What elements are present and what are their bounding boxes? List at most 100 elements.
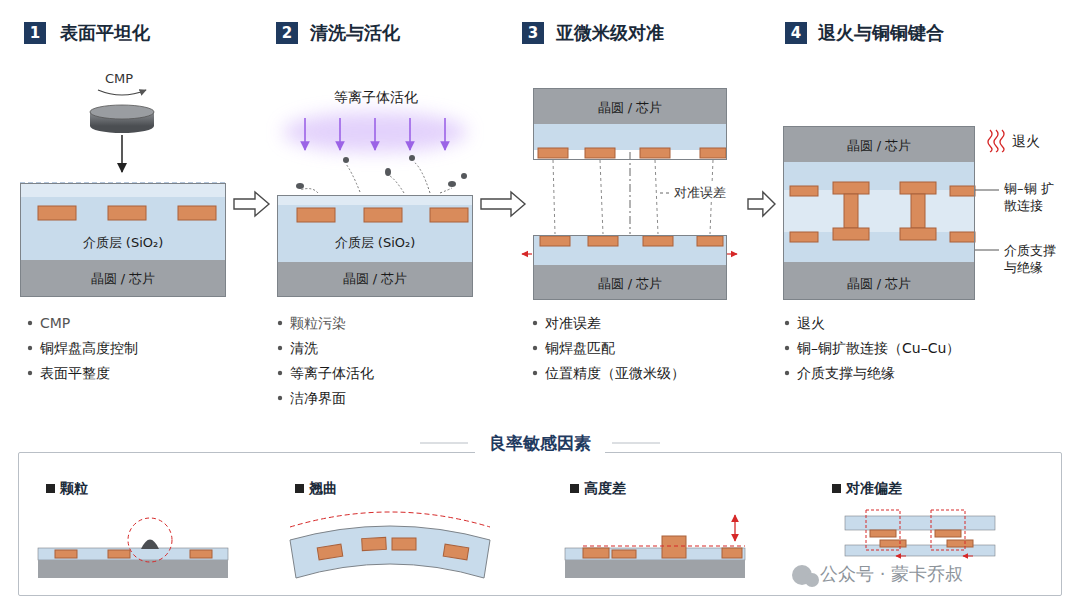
anneal-heat [994, 130, 998, 152]
plasma [283, 112, 467, 152]
wafer-stack [20, 260, 226, 297]
height-defect [583, 548, 609, 558]
step-number: 3 [522, 22, 544, 44]
warp-defect [443, 544, 469, 560]
factor-square [570, 484, 579, 493]
wafer-stack [20, 183, 226, 197]
copper-pad [38, 206, 76, 220]
misalignment-defect [845, 516, 995, 530]
factor-title: 颗粒 [60, 479, 88, 497]
bottom-wafer: 晶圆 / 芯片 [533, 235, 727, 300]
copper-pillar [790, 186, 818, 196]
warp-defect [290, 512, 490, 578]
copper-pad [540, 236, 570, 246]
copper-pad [585, 148, 615, 158]
particle [448, 181, 456, 187]
plasma [339, 118, 341, 150]
bonded-stack [783, 126, 975, 162]
bullet-text: 铜–铜扩散连接（Cu–Cu） [797, 339, 960, 357]
bullet-text: 等离子体活化 [290, 364, 374, 382]
particle [346, 164, 360, 192]
misalignment-defect [845, 510, 995, 556]
anneal-heat [988, 130, 992, 152]
watermark-icon [805, 573, 819, 587]
copper-pad [538, 148, 568, 158]
offset-arrow [727, 253, 737, 254]
factor-title: 高度差 [584, 479, 626, 497]
wafer-stack [533, 88, 727, 300]
copper-pad [108, 206, 146, 220]
step-title: 退火与铜铜键合 [818, 22, 944, 44]
copper-pillar [900, 182, 936, 194]
particle [440, 188, 452, 193]
offset-arrow [522, 253, 737, 254]
misalignment-defect [896, 556, 906, 557]
copper-pillar [833, 228, 869, 240]
step-number: 2 [276, 22, 298, 44]
height-defect [565, 548, 745, 560]
particle [385, 168, 391, 176]
particle [414, 162, 430, 193]
wafer-stack [277, 262, 473, 297]
particle [343, 157, 349, 163]
alignment-guide [660, 193, 671, 194]
alignment-area: 对准误差晶圆 / 芯片晶圆 / 芯片 [533, 88, 740, 300]
wafer-stack [533, 124, 727, 150]
bullet-dot [533, 346, 537, 350]
bullet-dot [278, 396, 282, 400]
copper-pad [178, 206, 216, 220]
factor-square [46, 484, 55, 493]
bullet-dot [785, 371, 789, 375]
particle-defect [128, 518, 172, 562]
particle [300, 162, 452, 193]
misalignment-defect [963, 556, 973, 557]
node-label: 晶圆 / 芯片 [784, 137, 974, 155]
particle-defect [190, 550, 212, 558]
bullet-text: 介质支撑与绝缘 [797, 364, 895, 382]
plasma [305, 118, 445, 150]
bullet-dot [28, 371, 32, 375]
copper-pad [364, 208, 402, 222]
cmp-tool [121, 135, 123, 172]
node-label: 介质层 (SiO₂) [278, 234, 472, 252]
copper-pillar [790, 182, 975, 242]
bullet-dot [28, 346, 32, 350]
bullet-dot [278, 321, 282, 325]
leader-line [975, 190, 999, 191]
bullet-dot [28, 321, 32, 325]
bonded-stack [783, 262, 975, 300]
top-wafer: 晶圆 / 芯片 [533, 88, 727, 160]
bullet-text: 清洗 [290, 339, 318, 357]
height-defect [583, 546, 745, 547]
height-defect [565, 515, 745, 578]
step-badge: 4 [785, 22, 807, 44]
tool-label: CMP [105, 70, 133, 87]
copper-pillar [950, 232, 975, 242]
particle-defect [108, 550, 130, 558]
bullet-dot [533, 321, 537, 325]
wafer-stack [277, 205, 473, 262]
bullet-text: 退火 [797, 314, 825, 332]
plasma [283, 112, 467, 152]
warp-defect [290, 512, 490, 527]
alignment-guide [600, 160, 603, 234]
bonded-stack [783, 232, 975, 262]
step-badge: 3 [522, 22, 544, 44]
copper-pad [643, 236, 673, 246]
wafer-stack [533, 235, 727, 265]
cmp-tool [90, 105, 154, 119]
copper-pad [700, 148, 726, 158]
bullet-dot [785, 346, 789, 350]
height-defect [662, 536, 686, 558]
particle [390, 176, 404, 193]
flow-arrow [481, 192, 525, 216]
misalignment-defect [880, 540, 906, 547]
bullet-text: 位置精度（亚微米级） [545, 364, 685, 382]
warp-defect [317, 544, 343, 560]
copper-pillar [950, 186, 975, 196]
particle [296, 155, 467, 193]
copper-pad [430, 208, 468, 222]
bullet-dot [28, 321, 789, 400]
cmp-tool [90, 74, 154, 172]
